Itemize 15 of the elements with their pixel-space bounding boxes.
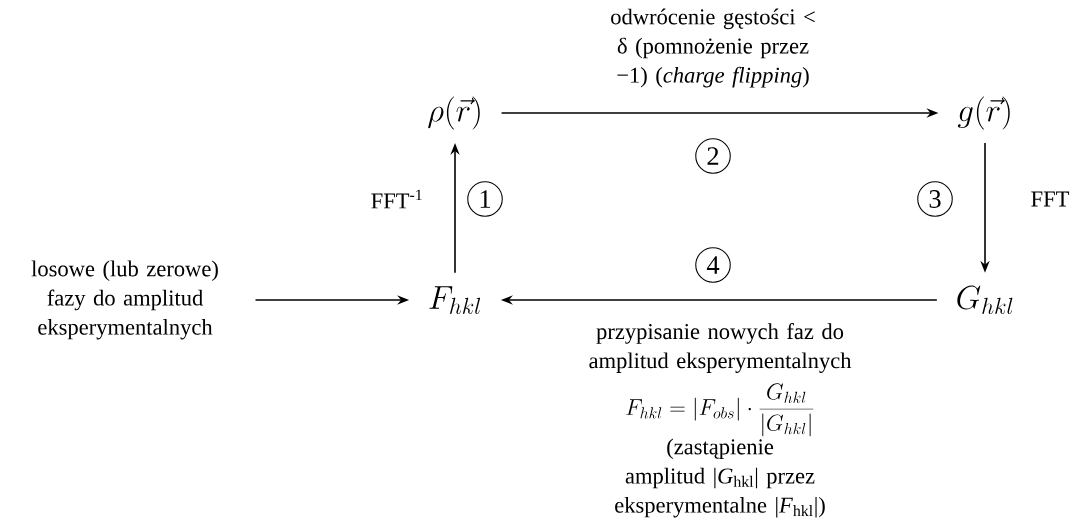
formula: $F_{hkl} = |F_{obs}| \cdot \frac{G_{hkl}}{|G_{hkl}|}$ [626,383,814,437]
edge-label: odwrócenie gęstości < δ (pomnożenie przez −1) (charge flipping) [611,8,815,88]
step-number: 3 [917,181,953,217]
math-symbol: $G_{hkl}$ [957,285,1013,314]
edge-label: FFT$^{-1}$ [371,189,422,209]
start-text: losowe (lub zerowe) fazy do amplitud eksperymentalnych [31,260,218,340]
edge-label: FFT [1031,191,1070,207]
math-symbol: $\rho(\vec{r})$ [428,96,480,130]
note-text: (zastąpienie amplitud |G$_{hkl}$| przez eksperymentalne |F$_{hkl}$|) [615,438,825,518]
math-symbol: $g(\vec{r})$ [957,96,1010,130]
edge-label: przypisanie nowych faz do amplitud eksperymentalnych [589,323,852,373]
step-number: 2 [695,138,731,174]
step-number: 4 [695,247,731,283]
step-number: 1 [467,181,503,217]
math-symbol: $F_{hkl}$ [429,286,481,314]
